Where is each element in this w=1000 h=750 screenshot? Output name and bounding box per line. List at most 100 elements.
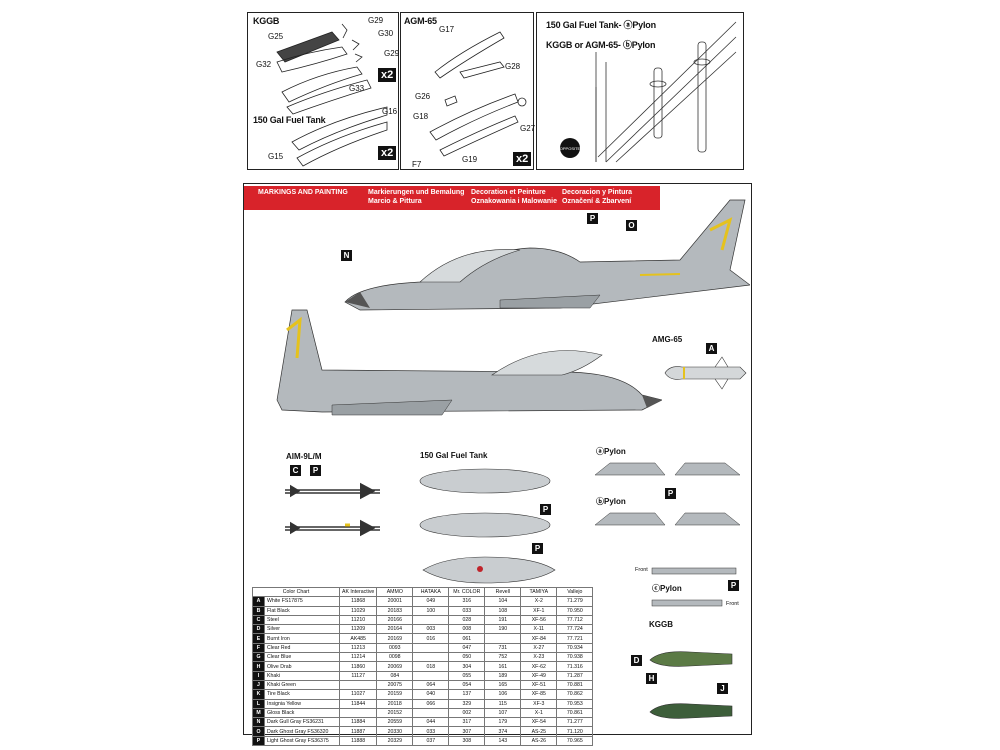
- paint-code: 047: [448, 642, 486, 654]
- paint-code: 70.934: [556, 642, 594, 654]
- paint-code: 107: [484, 707, 522, 719]
- agm65-panel: [400, 12, 534, 170]
- paint-code: 033: [412, 726, 450, 737]
- paint-code: 104: [484, 596, 522, 607]
- paint-code: 11210: [338, 614, 378, 626]
- color-name: Clear Red: [264, 642, 340, 654]
- agm65-title: AGM-65: [404, 16, 437, 26]
- color-name: Dark Ghost Gray FS36320: [264, 726, 340, 737]
- front-label-2: Front: [726, 601, 739, 607]
- paint-code: 11029: [338, 605, 378, 616]
- color-letter: C: [252, 614, 265, 626]
- paint-code: 115: [484, 698, 522, 709]
- part-label: G27: [520, 124, 536, 133]
- paint-code: [412, 614, 450, 626]
- header-de: Markierungen und Bemalung: [368, 189, 465, 196]
- paint-code: 71.277: [556, 717, 594, 728]
- pylon-b-title: ⓑPylon: [596, 497, 626, 506]
- paint-code: 731: [484, 642, 522, 654]
- color-letter: D: [252, 624, 265, 635]
- front-label: Front: [635, 567, 648, 573]
- paint-code: 165: [484, 679, 522, 691]
- paint-code: 20075: [376, 679, 414, 691]
- header-tamiya: TAMIYA: [520, 586, 558, 598]
- paint-code: 374: [484, 726, 522, 737]
- header-band: MARKINGS AND PAINTING Markierungen und B…: [244, 186, 660, 210]
- pylon-drawing: OPPOSITE: [560, 21, 737, 163]
- paint-code: 179: [484, 717, 522, 728]
- paint-code: 70.861: [556, 707, 594, 719]
- color-name: Dark Gull Gray FS36231: [264, 717, 340, 728]
- header-cz: Označení & Zbarvení: [562, 198, 632, 205]
- paint-code: 064: [412, 679, 450, 691]
- paint-code: X-2: [520, 596, 558, 607]
- paint-code: 20159: [376, 689, 414, 700]
- color-name: Clear Blue: [264, 652, 340, 663]
- marker-h: H: [646, 673, 657, 684]
- paint-code: 20183: [376, 605, 414, 616]
- paint-code: [412, 652, 450, 663]
- agm65-drawing: [429, 31, 527, 157]
- paint-code: 0098: [376, 652, 414, 663]
- marker-p3: P: [540, 504, 551, 515]
- header-pl: Oznakowania i Malowanie: [471, 198, 557, 205]
- part-label: G30: [378, 29, 394, 38]
- paint-code: 008: [448, 624, 486, 635]
- color-chart-header: Color Chart AK Interactive AMMO HATAKA M…: [252, 586, 594, 598]
- paint-code: 316: [448, 596, 486, 607]
- paint-code: 11127: [338, 670, 378, 681]
- paint-code: 20152: [376, 707, 414, 719]
- paint-code: 037: [412, 735, 450, 747]
- marker-n: N: [341, 250, 352, 261]
- header-it: Marcio & Pittura: [368, 198, 422, 205]
- paint-code: 049: [412, 596, 450, 607]
- quantity-badge: x2: [378, 68, 397, 82]
- paint-code: X-27: [520, 642, 558, 654]
- paint-code: 70.953: [556, 698, 594, 709]
- paint-code: 20559: [376, 717, 414, 728]
- paint-code: 106: [484, 689, 522, 700]
- paint-code: 77.712: [556, 614, 594, 626]
- color-name: Insignia Yellow: [264, 698, 340, 709]
- part-label: G17: [439, 25, 455, 34]
- paint-code: 70.950: [556, 605, 594, 616]
- color-letter: J: [252, 679, 265, 691]
- header-ammo: AMMO: [376, 586, 414, 598]
- paint-code: 061: [448, 633, 486, 644]
- paint-code: 20069: [376, 661, 414, 672]
- paint-code: 016: [412, 633, 450, 644]
- paint-code: 11868: [338, 596, 378, 607]
- paint-code: 20330: [376, 726, 414, 737]
- paint-code: 307: [448, 726, 486, 737]
- paint-code: XF-84: [520, 633, 558, 644]
- paint-code: 71.316: [556, 661, 594, 672]
- color-letter: O: [252, 726, 265, 737]
- paint-code: 20169: [376, 633, 414, 644]
- header-fr: Decoration et Peinture: [471, 189, 546, 196]
- header-vallejo: Vallejo: [556, 586, 594, 598]
- header-color-chart: Color Chart: [252, 586, 340, 598]
- color-name: Gloss Black: [264, 707, 340, 719]
- paint-code: 084: [376, 670, 414, 681]
- fuel-tank-views-drawing: [419, 468, 556, 584]
- paint-code: AS-26: [520, 735, 558, 747]
- pylon-c-drawing: [651, 567, 737, 607]
- paint-code: 018: [412, 661, 450, 672]
- paint-code: 752: [484, 652, 522, 663]
- part-label: G19: [462, 155, 478, 164]
- kggb-fuel-tank-drawing: [276, 23, 388, 167]
- paint-code: 70.881: [556, 679, 594, 691]
- paint-code: 11844: [338, 698, 378, 709]
- paint-code: 100: [412, 605, 450, 616]
- color-letter: P: [252, 735, 265, 747]
- paint-code: 77.724: [556, 624, 594, 635]
- paint-code: 11214: [338, 652, 378, 663]
- paint-code: 304: [448, 661, 486, 672]
- paint-code: 108: [484, 605, 522, 616]
- color-name: Light Ghost Gray FS36375: [264, 735, 340, 747]
